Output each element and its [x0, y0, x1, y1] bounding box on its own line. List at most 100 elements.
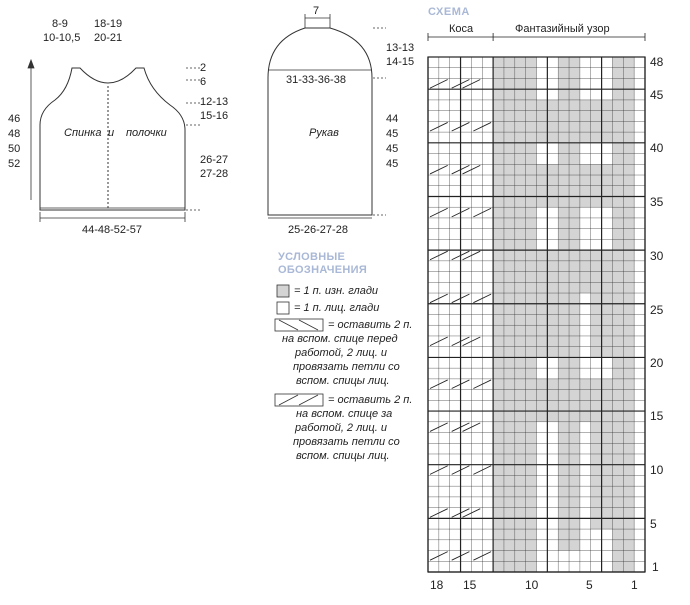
chart-col-label: 1 [631, 578, 638, 592]
sleeve-top-width: 7 [313, 5, 320, 17]
chart-row-label: 45 [650, 88, 664, 102]
sleeve-outline [267, 27, 373, 216]
legend-purl-text: = 1 п. изн. глади [294, 285, 379, 297]
cable-symbol [451, 336, 470, 347]
back-neck-width-2: 10-10,5 [43, 32, 81, 44]
legend-cross-back-line3: работой, 2 лиц. и [295, 422, 387, 434]
cable-symbol [462, 164, 481, 175]
chart-row-label: 40 [650, 141, 664, 155]
cable-symbol [429, 293, 448, 304]
legend-cross-back-line5: вспом. спицы лиц. [296, 450, 390, 462]
cable-symbol [473, 293, 492, 304]
back-dim-15-16: 15-16 [200, 110, 229, 122]
chart-title: СХЕМА [428, 6, 470, 18]
cable-symbol [473, 122, 492, 132]
cable-symbol [473, 207, 492, 218]
cable-symbol [429, 79, 448, 89]
sleeve-length-45b: 45 [386, 143, 399, 155]
cable-symbol [429, 379, 448, 389]
chart-row-label: 48 [650, 55, 664, 69]
chart-col-label: 18 [430, 578, 444, 592]
sleeve-length-44: 44 [386, 113, 399, 125]
sleeve-label: Рукав [309, 127, 339, 139]
chart-row-label: 5 [650, 517, 657, 531]
back-label: Спинка [64, 127, 102, 139]
cable-symbol [429, 465, 448, 475]
cable-symbol [451, 551, 470, 561]
cable-symbol [473, 465, 492, 475]
sleeve-length-45a: 45 [386, 128, 399, 140]
cable-symbol [473, 379, 492, 389]
cable-symbol [451, 465, 470, 475]
cable-symbol [451, 250, 470, 261]
cable-symbol [473, 551, 492, 561]
cable-symbol [451, 379, 470, 389]
sleeve-cap-1: 13-13 [386, 42, 415, 54]
cable-symbol [429, 551, 448, 561]
cable-symbol [451, 508, 470, 518]
legend-cross-back-line4: провязать петли со [293, 436, 400, 448]
legend-cross-front-line3: работой, 2 лиц. и [295, 347, 387, 359]
back-height-48: 48 [8, 128, 21, 140]
cable-symbol [462, 508, 481, 518]
back-shoulder-2: 20-21 [94, 32, 123, 44]
legend-title-1: УСЛОВНЫЕ [278, 251, 346, 263]
sleeve-dimensions [268, 14, 386, 219]
sleeve-bottom-width: 25-26-27-28 [288, 224, 348, 236]
chart-row-label: 35 [650, 195, 664, 209]
cable-symbol [451, 79, 470, 89]
chart-section-fancy: Фантазийный узор [515, 23, 610, 35]
chart-row-label: 10 [650, 463, 664, 477]
legend-cross-front-line4: провязать петли со [293, 361, 400, 373]
back-dim-2: 2 [200, 62, 207, 74]
back-dim-27-28: 27-28 [200, 168, 229, 180]
legend-swatches [274, 284, 324, 407]
cable-symbol [429, 250, 448, 261]
back-neck-width-1: 8-9 [52, 18, 68, 30]
back-shoulder-1: 18-19 [94, 18, 123, 30]
back-label-and: и [108, 127, 115, 139]
chart-col-label: 5 [586, 578, 593, 592]
cable-symbol [429, 122, 448, 132]
cable-symbol [451, 207, 470, 218]
back-piece-outline [39, 67, 186, 211]
sleeve-cap-2: 14-15 [386, 56, 415, 68]
chart-col-label: 15 [463, 578, 477, 592]
back-dimensions [27, 58, 200, 222]
legend-title-2: ОБОЗНАЧЕНИЯ [278, 264, 368, 276]
back-dim-26-27: 26-27 [200, 154, 229, 166]
back-dim-12-13: 12-13 [200, 96, 229, 108]
cable-symbol [429, 207, 448, 218]
back-height-46: 46 [8, 113, 21, 125]
cable-symbol [451, 293, 470, 304]
cable-symbol [462, 422, 481, 432]
chart-row-label: 30 [650, 249, 664, 263]
chart-col-label: 10 [525, 578, 539, 592]
legend-knit-text: = 1 п. лиц. глади [294, 302, 380, 314]
back-height-50: 50 [8, 143, 21, 155]
legend-cross-front-line2: на вспом. спице перед [282, 333, 398, 345]
legend-cross-front-line1: = оставить 2 п. [328, 319, 413, 331]
chart-section-braid: Коса [449, 23, 474, 35]
cable-symbol [451, 164, 470, 175]
chart-row-label: 20 [650, 356, 664, 370]
cable-symbol [429, 164, 448, 175]
cable-symbol [462, 336, 481, 347]
sleeve-upper-width: 31-33-36-38 [286, 74, 346, 86]
back-height-52: 52 [8, 158, 21, 170]
legend-cross-back-line1: = оставить 2 п. [328, 394, 413, 406]
back-width: 44-48-52-57 [82, 224, 142, 236]
cable-symbol [462, 79, 481, 89]
cable-symbol [451, 122, 470, 132]
back-dim-6: 6 [200, 76, 207, 88]
chart-row-label: 25 [650, 303, 664, 317]
legend-cross-back-line2: на вспом. спице за [296, 408, 393, 420]
chart-row-label: 1 [652, 560, 659, 574]
knitting-chart [427, 33, 646, 573]
cable-symbol [429, 422, 448, 432]
cable-symbol [429, 336, 448, 347]
cable-symbol [462, 250, 481, 261]
chart-border [427, 56, 646, 573]
cable-symbol [451, 422, 470, 432]
